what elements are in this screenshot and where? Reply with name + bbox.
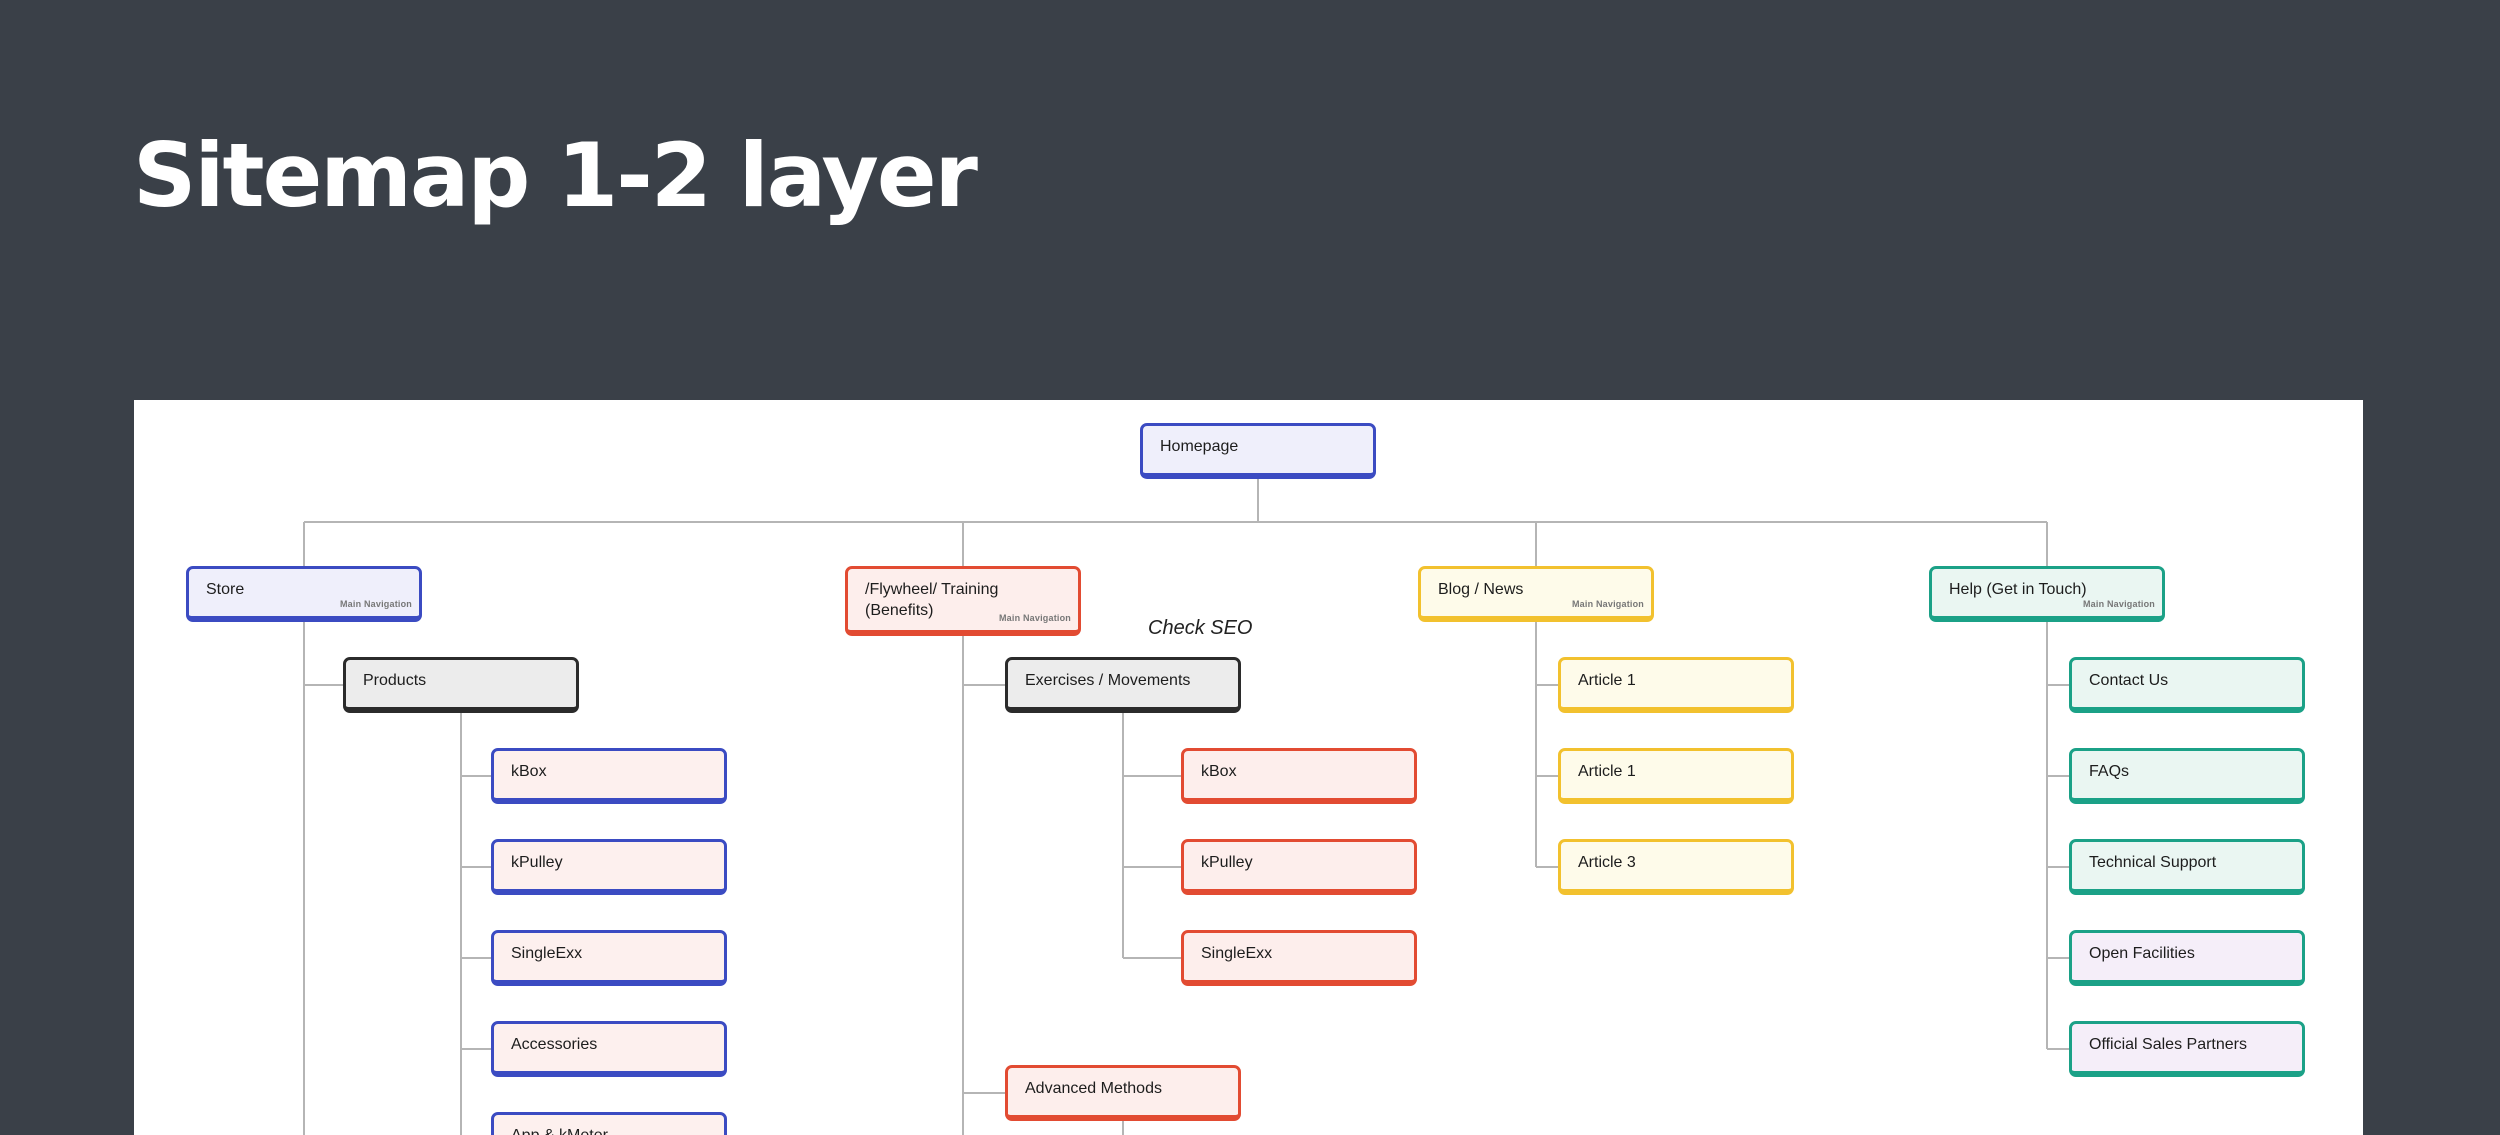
node-blog[interactable]: Blog / News Main Navigation [1418,566,1654,622]
node-help-item[interactable]: Contact Us [2069,657,2305,713]
connector-lines [303,479,2069,1135]
node-label: Article 1 [1578,672,1636,689]
node-label: kPulley [511,854,563,871]
node-label: SingleExx [511,945,583,962]
node-product-item[interactable]: kPulley [491,839,727,895]
node-exercise-item[interactable]: SingleExx [1181,930,1417,986]
node-label: SingleExx [1201,945,1273,962]
node-label: Accessories [511,1036,598,1053]
main-navigation-tag: Main Navigation [339,599,412,609]
node-label: Technical Support [2089,854,2217,871]
node-label: Store [206,581,245,598]
node-label: App & kMeter [511,1125,707,1135]
node-homepage[interactable]: Homepage [1140,423,1376,479]
node-exercise-item[interactable]: kPulley [1181,839,1417,895]
node-label: Open Facilities [2089,945,2195,962]
node-label: kBox [1201,763,1237,780]
node-help[interactable]: Help (Get in Touch) Main Navigation [1929,566,2165,622]
sitemap-board: Homepage Store Main Navigation /Flywheel… [134,400,2363,1135]
check-seo-note: Check SEO [1148,617,1253,639]
node-product-item[interactable]: App & kMeter [491,1112,727,1135]
node-help-item[interactable]: Official Sales Partners [2069,1021,2305,1077]
node-label: Contact Us [2089,672,2169,689]
node-advanced-methods[interactable]: Advanced Methods [1005,1065,1241,1121]
main-navigation-tag: Main Navigation [998,613,1071,623]
node-help-item[interactable]: Technical Support [2069,839,2305,895]
node-label: Homepage [1160,438,1239,455]
node-help-item[interactable]: FAQs [2069,748,2305,804]
main-navigation-tag: Main Navigation [2082,599,2155,609]
node-label: FAQs [2089,763,2130,780]
node-label: Official Sales Partners [2089,1036,2247,1053]
main-navigation-tag: Main Navigation [1571,599,1644,609]
node-label: /Flywheel/ Training (Benefits) [865,581,999,619]
page-title: Sitemap 1-2 layer [133,124,978,227]
node-label: kPulley [1201,854,1253,871]
node-label: Article 3 [1578,854,1636,871]
node-label: Exercises / Movements [1025,672,1191,689]
node-help-item[interactable]: Open Facilities [2069,930,2305,986]
node-label: Article 1 [1578,763,1636,780]
node-exercises[interactable]: Exercises / Movements [1005,657,1241,713]
node-label: Blog / News [1438,581,1524,598]
node-exercise-item[interactable]: kBox [1181,748,1417,804]
node-article[interactable]: Article 1 [1558,748,1794,804]
node-label: Advanced Methods [1025,1080,1162,1097]
node-store[interactable]: Store Main Navigation [186,566,422,622]
node-label: kBox [511,763,547,780]
node-product-item[interactable]: Accessories [491,1021,727,1077]
node-label: Help (Get in Touch) [1949,581,2087,598]
node-article[interactable]: Article 3 [1558,839,1794,895]
node-article[interactable]: Article 1 [1558,657,1794,713]
node-product-item[interactable]: kBox [491,748,727,804]
node-product-item[interactable]: SingleExx [491,930,727,986]
node-training[interactable]: /Flywheel/ Training (Benefits) Main Navi… [845,566,1081,636]
node-products[interactable]: Products [343,657,579,713]
node-label: Products [363,672,427,689]
